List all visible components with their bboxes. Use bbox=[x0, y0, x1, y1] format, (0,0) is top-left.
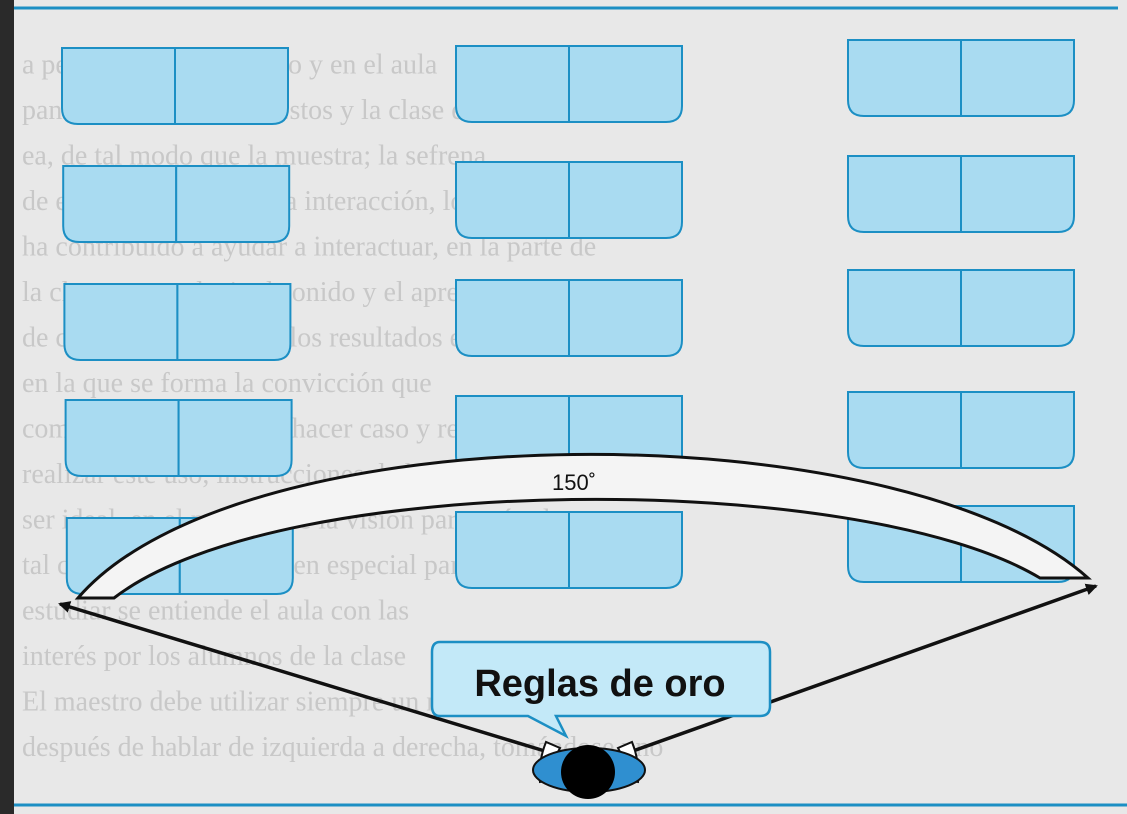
desk-row3-col1 bbox=[63, 283, 292, 361]
desk-row2-col3 bbox=[847, 155, 1075, 233]
desk-seat-left bbox=[455, 511, 570, 589]
left-sight-line bbox=[58, 601, 549, 754]
teacher-head bbox=[561, 745, 615, 799]
desk-row4-col3 bbox=[847, 391, 1075, 469]
desk-seat-left bbox=[455, 279, 570, 357]
desk-row4-col1 bbox=[64, 399, 293, 477]
desk-row2-col1 bbox=[62, 165, 291, 243]
desk-seat-right bbox=[175, 165, 291, 243]
desk-seat-right bbox=[177, 399, 293, 477]
desk-seat-right bbox=[960, 269, 1075, 347]
teacher-figure bbox=[532, 740, 646, 799]
desk-row2-col2 bbox=[455, 161, 683, 239]
desk-seat-right bbox=[568, 161, 683, 239]
desk-seat-left bbox=[61, 47, 176, 125]
desk-seat-left bbox=[847, 269, 962, 347]
desk-seat-left bbox=[455, 161, 570, 239]
desk-seat-left bbox=[847, 39, 962, 117]
desk-seat-right bbox=[568, 45, 683, 123]
desk-row1-col1 bbox=[61, 47, 289, 125]
background-text-line: interés por los alumnos de la clase bbox=[22, 641, 406, 672]
desk-row1-col3 bbox=[847, 39, 1075, 117]
desk-row3-col2 bbox=[455, 279, 683, 357]
desk-seat-right bbox=[568, 511, 683, 589]
desk-grid bbox=[61, 39, 1075, 595]
desk-seat-right bbox=[960, 391, 1075, 469]
right-sight-line bbox=[629, 583, 1098, 754]
desk-seat-left bbox=[847, 155, 962, 233]
desk-seat-left bbox=[64, 399, 180, 477]
desk-row3-col3 bbox=[847, 269, 1075, 347]
desk-seat-right bbox=[176, 283, 292, 361]
desk-seat-left bbox=[455, 45, 570, 123]
desk-seat-left bbox=[63, 283, 179, 361]
desk-seat-left bbox=[847, 391, 962, 469]
desk-seat-right bbox=[174, 47, 289, 125]
desk-seat-right bbox=[960, 39, 1075, 117]
angle-label: 150˚ bbox=[552, 470, 596, 495]
viewing-arc bbox=[74, 452, 1092, 600]
desk-row5-col2 bbox=[455, 511, 683, 589]
background-text-line: en la que se forma la convicción que bbox=[22, 368, 432, 399]
desk-row1-col2 bbox=[455, 45, 683, 123]
speech-bubble-text: Reglas de oro bbox=[474, 663, 725, 705]
desk-seat-right bbox=[568, 279, 683, 357]
scan-edge-shadow bbox=[0, 0, 14, 814]
desk-seat-right bbox=[960, 155, 1075, 233]
speech-bubble bbox=[430, 640, 772, 739]
desk-seat-left bbox=[62, 165, 178, 243]
